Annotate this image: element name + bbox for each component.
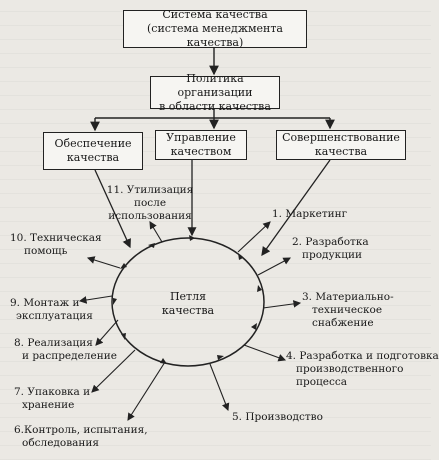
stage-9-installation-operation: 9. Монтаж и эксплуатация [10,297,93,323]
stage-2-line1: 2. Разработка [292,236,369,248]
loop-arrow-6 [121,333,126,340]
stage-1-line1: 1. Маркетинг [272,208,348,220]
leader-s4 [243,344,287,362]
stage-11-line1: 11. Утилизация [106,184,194,196]
arrow-assurance-loop [94,169,131,249]
quality-loop-label: Петля качества [158,290,218,318]
stage-9-line2: эксплуатация [16,310,93,322]
stage-10-line2: помощь [24,245,68,257]
stage-7-line1: 7. Упаковка и [14,386,91,398]
stage-6-line2: обследования [22,437,99,449]
quality-system-box: Система качества (система менеджмента ка… [123,8,307,49]
loop-arrow-9 [148,243,155,248]
quality-system-box-line2: (система менеджмента качества) [147,22,283,49]
quality-assurance-box: Обеспечение качества [43,132,143,170]
leader-s9 [78,295,113,304]
stage-8-line1: 8. Реализация [14,337,93,349]
quality-assurance-box-line1: Обеспечение [54,137,132,150]
quality-management-box: Управление качеством [155,130,247,160]
stage-4-line2: производственного [296,363,404,375]
quality-assurance-box-line2: качества [66,151,120,164]
quality-management-box-line2: качеством [170,145,232,158]
stage-4-process-preparation: 4. Разработка и подготовка производствен… [286,350,439,389]
loop-arrow-10 [189,235,195,241]
stage-8-sales-distribution: 8. Реализация и распределение [14,337,117,363]
arrow-improvement-loop [261,159,331,257]
quality-improvement-box-line2: качества [314,145,368,158]
stage-6-control-testing: 6.Контроль, испытания, обследования [14,424,148,450]
stage-10-line1: 10. Техническая [10,232,102,244]
leader-s5 [209,363,230,412]
loop-arrow-2 [257,285,262,292]
leader-s10 [86,256,121,269]
stage-1-marketing: 1. Маркетинг [272,208,347,221]
stage-5-line1: 5. Производство [232,411,323,423]
stage-8-line2: и распределение [22,350,117,362]
quality-loop-label-line2: качества [161,304,215,317]
loop-arrow-8 [120,263,127,269]
stage-3-procurement: 3. Материально- техническое снабжение [302,291,394,330]
quality-management-box-line1: Управление [166,131,236,144]
stage-4-line3: процесса [296,376,348,388]
stage-3-line2: техническое [312,304,383,316]
quality-policy-box: Политика организации в области качества [150,72,280,113]
leader-s2 [257,257,291,276]
stage-9-line1: 9. Монтаж и [10,297,80,309]
stage-5-production: 5. Производство [232,411,323,424]
loop-arrow-7 [113,298,117,305]
quality-improvement-box: Совершенствование качества [276,130,406,160]
leader-s6 [127,361,166,421]
stage-2-product-development: 2. Разработка продукции [292,236,369,262]
stage-10-technical-assistance: 10. Техническая помощь [10,232,102,258]
loop-arrow-1 [238,253,243,260]
stage-11-disposal: 11. Утилизация после использования [104,184,196,223]
quality-system-box-line1: Система качества [162,8,268,21]
stage-3-line3: снабжение [312,317,374,329]
leader-s11 [149,221,163,243]
stage-6-line1: 6.Контроль, испытания, [14,424,148,436]
stage-7-packaging-storage: 7. Упаковка и хранение [14,386,90,412]
leader-s8 [95,319,119,346]
stage-11-line2: после [133,197,167,209]
loop-arrow-3 [251,323,257,330]
loop-direction-markers [113,235,262,364]
stage-3-line1: 3. Материально- [302,291,394,303]
stage-11-line3: использования [108,210,192,222]
quality-policy-box-line2: в области качества [159,99,271,113]
quality-loop-ellipse [111,237,265,367]
quality-loop-label-line1: Петля [169,290,207,303]
loop-arrow-5 [160,358,167,364]
leader-s7 [91,349,136,393]
stage-7-line2: хранение [22,399,75,411]
leader-s1 [237,221,271,253]
quality-improvement-box-line1: Совершенствование [282,131,400,144]
quality-policy-box-line1: Политика организации [177,71,253,99]
stage-2-line2: продукции [302,249,362,261]
stage-4-line1: 4. Разработка и подготовка [286,350,439,362]
loop-arrow-4 [217,355,224,360]
leader-s3 [262,300,302,309]
